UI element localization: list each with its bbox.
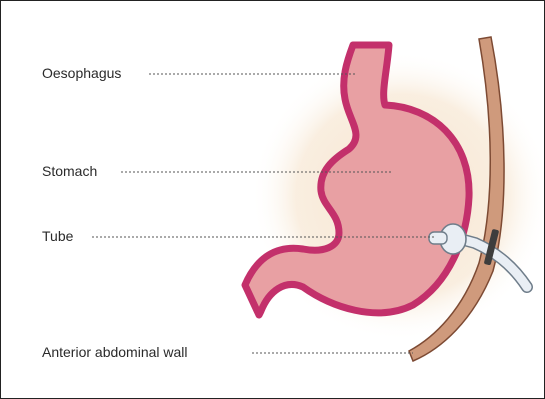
abdominal-wall-label: Anterior abdominal wall xyxy=(42,344,188,360)
oesophagus-label: Oesophagus xyxy=(42,65,121,81)
tube-label: Tube xyxy=(42,228,73,244)
tube-tip xyxy=(429,232,447,244)
stomach-label: Stomach xyxy=(42,163,97,179)
